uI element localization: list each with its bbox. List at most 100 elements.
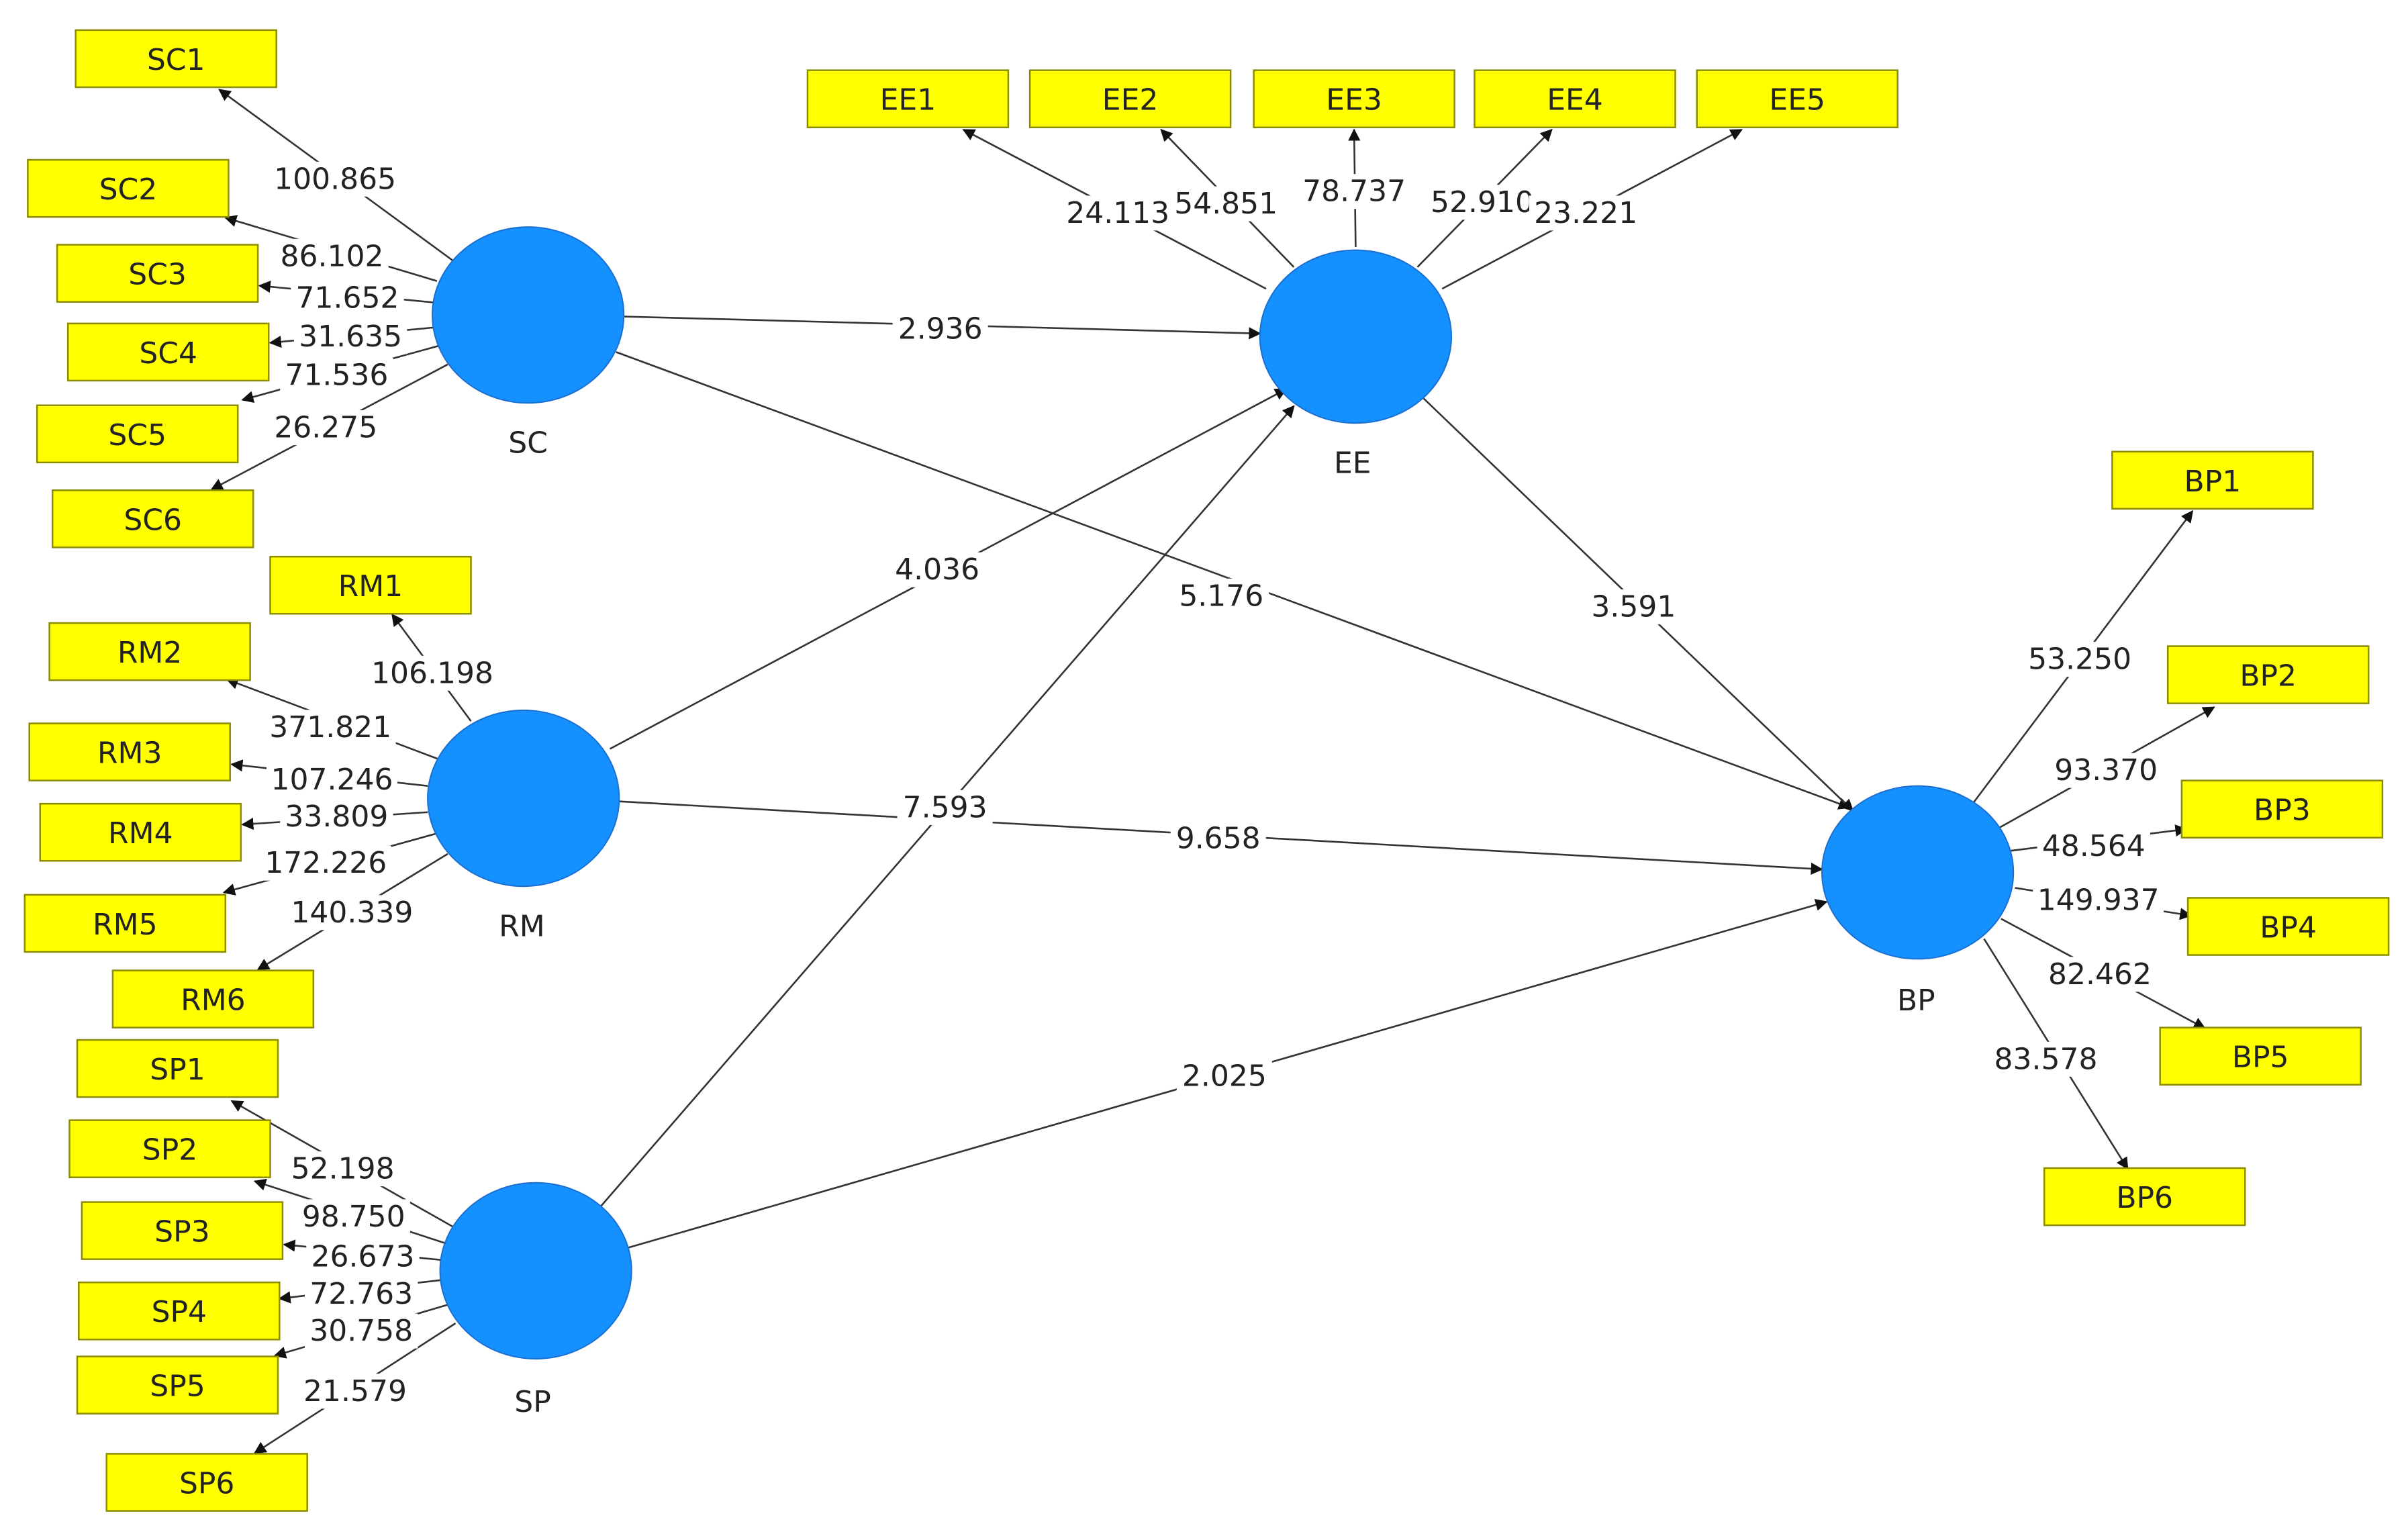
indicator-label-rm6: RM6	[181, 984, 246, 1018]
indicator-box-bp6[interactable]	[2043, 1167, 2246, 1227]
path-coefficient-rm-bp-bg	[1170, 820, 1266, 856]
indicator-sp3[interactable]: SP3	[81, 1201, 284, 1260]
path-coefficient-sc-ee: 2.936	[892, 311, 988, 346]
indicator-ee5[interactable]: EE5	[1696, 69, 1898, 128]
indicator-rm5[interactable]: RM5	[23, 894, 227, 953]
indicator-sc1[interactable]: SC1	[75, 29, 277, 89]
indicator-sc4[interactable]: SC4	[66, 322, 270, 382]
indicator-sc3[interactable]: SC3	[56, 244, 259, 303]
indicator-sc5[interactable]: SC5	[36, 404, 239, 464]
outer-loading-sp6-text: 21.579	[303, 1374, 407, 1408]
indicator-box-bp5[interactable]	[2159, 1026, 2362, 1086]
indicator-box-rm2[interactable]	[48, 622, 251, 681]
outer-loading-sp3-bg	[306, 1239, 420, 1275]
latent-circle-sc[interactable]	[432, 226, 625, 404]
indicator-label-rm4: RM4	[108, 816, 173, 851]
outer-loading-ee3-text: 78.737	[1302, 175, 1406, 209]
latent-node-rm[interactable]: RM	[427, 710, 620, 944]
indicator-label-sc6: SC6	[124, 503, 182, 537]
indicator-box-rm5[interactable]	[23, 894, 227, 953]
outer-loading-ee2: 54.851	[1169, 186, 1283, 222]
outer-loading-rm3-bg	[267, 762, 397, 798]
latent-circle-ee[interactable]	[1259, 249, 1453, 424]
latent-circle-bp[interactable]	[1821, 785, 2015, 960]
indicator-box-sc5[interactable]	[36, 404, 239, 464]
outer-loading-sc5: 71.536	[280, 357, 393, 393]
indicator-box-rm6[interactable]	[111, 969, 315, 1028]
indicator-box-sp3[interactable]	[81, 1201, 284, 1260]
latent-node-sp[interactable]: SP	[439, 1182, 632, 1419]
indicator-box-bp2[interactable]	[2166, 645, 2370, 704]
latent-node-sc[interactable]: SC	[432, 226, 625, 461]
path-coefficient-sc-ee-text: 2.936	[898, 312, 983, 346]
indicator-rm2[interactable]: RM2	[48, 622, 251, 681]
indicator-sc2[interactable]: SC2	[27, 158, 230, 218]
indicator-box-ee2[interactable]	[1028, 69, 1232, 128]
indicator-sc6[interactable]: SC6	[51, 489, 254, 548]
outer-loading-sp1-text: 52.198	[291, 1152, 395, 1186]
indicator-box-bp3[interactable]	[2180, 779, 2384, 839]
indicator-rm3[interactable]: RM3	[28, 722, 231, 781]
outer-loading-bp5-text: 82.462	[2048, 957, 2152, 992]
latent-circle-sp[interactable]	[439, 1182, 632, 1360]
indicator-label-rm5: RM5	[93, 908, 158, 942]
indicator-box-sc2[interactable]	[27, 158, 230, 218]
indicator-ee3[interactable]: EE3	[1253, 69, 1455, 128]
indicator-box-sp5[interactable]	[76, 1355, 279, 1415]
path-coefficient-sp-ee: 7.593	[897, 789, 993, 825]
indicator-label-rm3: RM3	[97, 736, 162, 771]
indicator-bp1[interactable]: BP1	[2111, 450, 2314, 510]
indicator-rm6[interactable]: RM6	[111, 969, 315, 1028]
latent-node-bp[interactable]: BP	[1821, 785, 2015, 1018]
indicator-box-sp4[interactable]	[78, 1281, 281, 1341]
outer-loading-ee2-text: 54.851	[1174, 187, 1278, 221]
latent-node-ee[interactable]: EE	[1259, 249, 1453, 481]
indicator-box-ee3[interactable]	[1253, 69, 1455, 128]
indicator-box-ee4[interactable]	[1474, 69, 1676, 128]
indicator-box-rm3[interactable]	[28, 722, 231, 781]
outer-loading-sc4: 31.635	[293, 319, 407, 354]
outer-loading-rm3-text: 107.246	[271, 763, 393, 797]
indicator-box-rm4[interactable]	[39, 802, 242, 862]
indicator-box-sc6[interactable]	[51, 489, 254, 548]
path-coefficient-sp-ee-text: 7.593	[903, 790, 988, 824]
indicator-bp4[interactable]: BP4	[2186, 897, 2390, 956]
outer-loading-bp1: 53.250	[2023, 642, 2137, 677]
indicator-box-sc3[interactable]	[56, 244, 259, 303]
indicator-sp2[interactable]: SP2	[68, 1119, 271, 1179]
indicator-box-bp1[interactable]	[2111, 450, 2314, 510]
outer-loading-rm2-bg	[264, 710, 396, 745]
indicator-rm4[interactable]: RM4	[39, 802, 242, 862]
outer-loading-sc2: 86.102	[275, 238, 389, 274]
indicator-bp2[interactable]: BP2	[2166, 645, 2370, 704]
indicator-ee4[interactable]: EE4	[1474, 69, 1676, 128]
indicator-bp5[interactable]: BP5	[2159, 1026, 2362, 1086]
indicator-box-rm1[interactable]	[269, 555, 472, 615]
indicator-sp5[interactable]: SP5	[76, 1355, 279, 1415]
indicator-ee2[interactable]: EE2	[1028, 69, 1232, 128]
indicator-box-sp2[interactable]	[68, 1119, 271, 1179]
indicator-box-sp6[interactable]	[105, 1453, 308, 1512]
outer-loading-sp3: 26.673	[306, 1239, 420, 1275]
outer-loading-ee4: 52.910	[1425, 185, 1539, 220]
indicator-box-sc1[interactable]	[75, 29, 277, 89]
indicator-bp3[interactable]: BP3	[2180, 779, 2384, 839]
indicator-rm1[interactable]: RM1	[269, 555, 472, 615]
indicator-ee1[interactable]: EE1	[806, 69, 1010, 128]
outer-loading-ee3-bg	[1297, 174, 1411, 209]
indicator-bp6[interactable]: BP6	[2043, 1167, 2246, 1227]
outer-loading-rm1-bg	[367, 655, 498, 691]
indicator-box-ee1[interactable]	[806, 69, 1010, 128]
outer-loading-sc4-bg	[293, 319, 407, 354]
outer-loading-rm1: 106.198	[367, 655, 498, 691]
indicator-sp6[interactable]: SP6	[105, 1453, 308, 1512]
indicator-box-ee5[interactable]	[1696, 69, 1898, 128]
indicator-box-sc4[interactable]	[66, 322, 270, 382]
indicator-box-sp1[interactable]	[76, 1039, 279, 1098]
indicator-label-sc5: SC5	[108, 418, 166, 452]
outer-loading-sc4-text: 31.635	[299, 320, 402, 354]
indicator-sp4[interactable]: SP4	[78, 1281, 281, 1341]
latent-circle-rm[interactable]	[427, 710, 620, 888]
indicator-sp1[interactable]: SP1	[76, 1039, 279, 1098]
indicator-box-bp4[interactable]	[2186, 897, 2390, 956]
